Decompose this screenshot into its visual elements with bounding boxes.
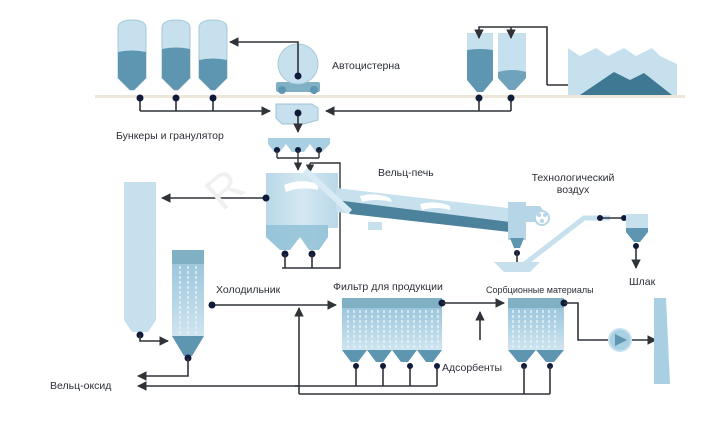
storage-silo-1 bbox=[467, 33, 493, 92]
node bbox=[475, 94, 483, 102]
node bbox=[633, 243, 639, 249]
node bbox=[136, 94, 144, 102]
tower-to-filter-line bbox=[139, 335, 169, 346]
node bbox=[208, 301, 216, 309]
node bbox=[172, 94, 180, 102]
label-sorption-materials: Сорбционные материалы bbox=[486, 285, 594, 295]
node bbox=[294, 72, 302, 80]
label-tanker: Автоцистерна bbox=[332, 60, 401, 72]
slag-bin bbox=[626, 214, 648, 242]
label-waelz-kiln: Вельц-печь bbox=[378, 167, 434, 179]
node bbox=[294, 109, 302, 117]
node bbox=[262, 194, 270, 202]
label-slag: Шлак bbox=[629, 276, 656, 288]
stack-chimney bbox=[654, 298, 670, 384]
label-process-air: Технологический воздух bbox=[520, 172, 626, 196]
product-filter bbox=[342, 298, 442, 362]
bunker-1 bbox=[117, 19, 147, 91]
product-discharge-line bbox=[137, 366, 438, 391]
label-waelz-oxide: Вельц-оксид bbox=[50, 380, 112, 392]
sorption-discharge-line bbox=[299, 302, 657, 395]
node bbox=[209, 94, 217, 102]
bunker-outlet-line bbox=[139, 98, 271, 116]
ground-line bbox=[95, 95, 685, 98]
label-bunkers-granulator: Бункеры и гранулятор bbox=[116, 130, 224, 142]
node bbox=[621, 215, 627, 221]
process-air-fan-icon bbox=[534, 210, 550, 226]
node bbox=[380, 363, 386, 369]
label-cooler: Холодильник bbox=[216, 284, 281, 296]
label-product-filter: Фильтр для продукции bbox=[333, 281, 443, 293]
label-process-air-line1: Технологический bbox=[531, 172, 615, 184]
storage-silo-2 bbox=[498, 33, 526, 90]
cooler-tower bbox=[124, 182, 156, 332]
node bbox=[507, 94, 515, 102]
exhaust-fan-icon bbox=[608, 328, 632, 352]
label-adsorbents: Адсорбенты bbox=[442, 362, 503, 374]
watermark: R bbox=[195, 158, 254, 219]
cooler-filter bbox=[172, 250, 204, 356]
settling-chamber bbox=[266, 173, 338, 250]
hopper-feed-line bbox=[276, 150, 341, 269]
raw-material-warehouse bbox=[568, 48, 677, 95]
node bbox=[434, 363, 440, 369]
bunker-3 bbox=[198, 19, 228, 91]
bunker-2 bbox=[161, 19, 191, 91]
sorption-filter bbox=[508, 298, 564, 362]
feed-hoppers bbox=[268, 138, 330, 152]
tanker-to-bunker-line bbox=[229, 37, 299, 76]
node bbox=[597, 215, 603, 221]
label-process-air-line2: воздух bbox=[556, 184, 590, 196]
gas-main-line bbox=[212, 300, 337, 394]
waelz-kiln bbox=[302, 167, 526, 248]
node bbox=[407, 363, 413, 369]
cooler-oxide-line bbox=[137, 358, 189, 381]
chamber-discharge-line bbox=[161, 193, 313, 268]
node bbox=[353, 363, 359, 369]
